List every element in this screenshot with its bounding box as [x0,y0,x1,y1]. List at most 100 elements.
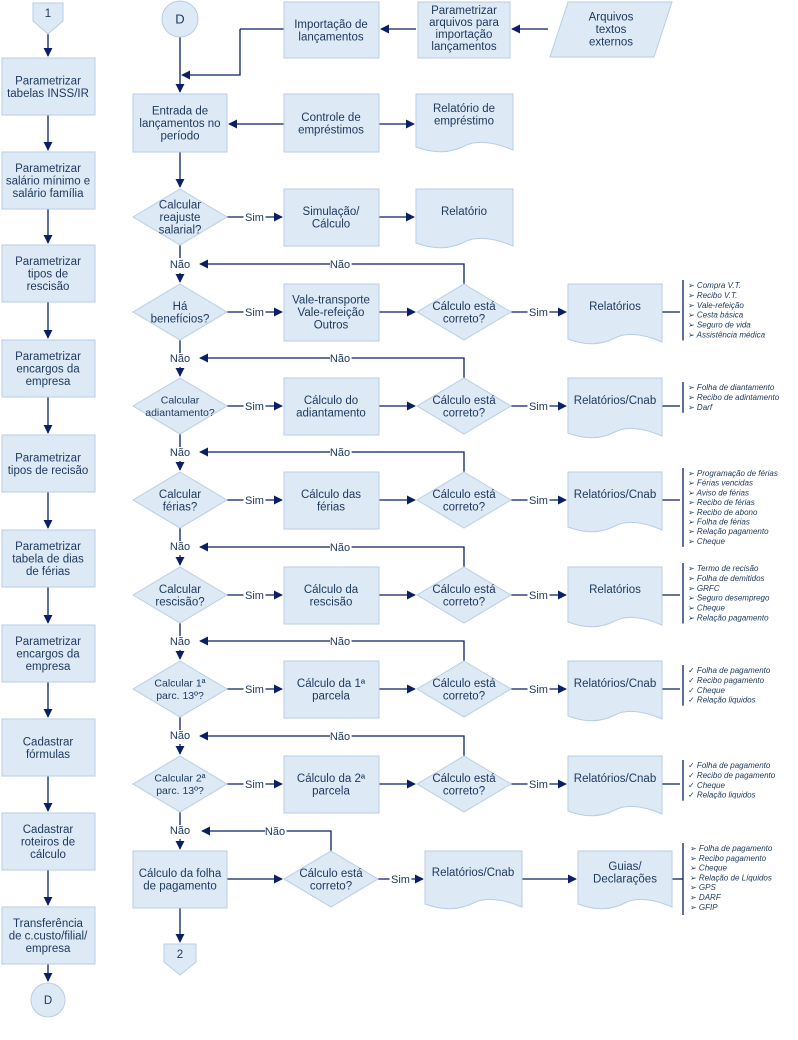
left-step-box [1,434,96,493]
reajuste-process-box [283,188,380,247]
entry-box [132,93,228,153]
row1-check [416,283,512,341]
row3-items-item: ➢ Aviso de férias [688,488,749,497]
row6-items-item: ✓ Recibo de pagamento [688,771,776,780]
row2-items-item: ➢ Darf [688,403,713,412]
row4-check-yes-bg [527,590,550,602]
row5-report-label: Relatórios/Cnab [574,678,656,690]
row3-items-item: ➢ Programação de férias [688,469,778,478]
row2-check-no-bg [328,353,352,365]
row5-process-box [283,660,380,719]
row1-yes-bg [243,307,266,319]
final-yes: Sim [391,874,410,886]
row1-report-doc [567,283,663,345]
row1-items-item: ➢ Seguro de vida [688,321,751,330]
row1-items-item: ➢ Vale-refeição [688,301,744,310]
row3-process-box [283,471,380,530]
row3-items-item: ➢ Cheque [688,537,726,546]
row1-items-item: ➢ Cesta básica [688,311,744,320]
connector-1-label: 1 [45,8,51,20]
final-process-box [132,850,228,909]
row3-decision [132,471,228,529]
row4-report-label: Relatórios [589,584,641,596]
final-yes-bg [389,874,412,886]
flow-line [340,263,465,284]
row5-yes: Sim [245,684,264,696]
row1-no-bg [168,353,192,365]
reajuste-process-label: Simulação/Cálculo [303,206,361,231]
row3-yes-bg [243,495,266,507]
row3-no: Não [170,541,190,553]
row1-check-yes: Sim [529,307,548,319]
flow-line [340,735,465,756]
left-step-box [1,718,96,777]
row1-check-no: Não [330,259,350,271]
flow-line [340,451,465,472]
reajuste-report-label: Relatório [441,206,487,218]
row3-items-item: ➢ Recibo de férias [688,498,755,507]
final-items-item: ➢ Relação de Líquidos [690,873,772,882]
reajuste-yes: Sim [245,212,264,224]
row4-yes: Sim [245,590,264,602]
row4-items-item: ➢ Cheque [688,604,726,613]
row3-items-item: ➢ Recibo de abono [688,508,758,517]
row3-check [416,471,512,529]
left-step-box [1,624,96,683]
connector-2-label: 2 [177,949,183,961]
flow-line [285,830,332,851]
row1-report-label: Relatórios [589,301,641,313]
row3-check-yes: Sim [529,495,548,507]
row6-check-no-bg [328,731,352,743]
final-items-item: ➢ Folha de pagamento [690,844,773,853]
final-check-no: Não [265,826,285,838]
row1-process-box [283,283,380,342]
connector-d-end-label: D [44,995,52,1007]
final-check [283,850,379,908]
loan-report-doc [415,93,514,153]
row4-process-box [283,566,380,625]
row6-process-box [283,755,380,814]
row2-yes-bg [243,401,266,413]
row5-report-doc [567,660,663,722]
import-box [283,1,380,59]
row5-check [416,660,512,718]
row2-no-bg [168,447,192,459]
left-step-box [1,151,96,210]
final-items-item: ➢ Recibo pagamento [690,854,767,863]
row4-items-item: ➢ Termo de recisão [688,564,759,573]
row2-items-item: ➢ Folha de diantamento [688,383,775,392]
row6-no: Não [170,825,190,837]
row6-items-item: ✓ Relação liquidos [688,791,756,800]
left-step-box [1,244,96,303]
row3-items-item: ➢ Relação pagamento [688,527,769,536]
row3-no-bg [168,541,192,553]
row3-check-no: Não [330,447,350,459]
reajuste-yes-bg [243,212,266,224]
row3-report-doc [567,471,663,533]
left-step-box [1,57,96,116]
row6-report-doc [567,755,663,817]
row4-report-doc [567,566,663,628]
row6-decision [132,755,228,813]
flow-arrow [181,29,241,80]
left-step-box [1,529,96,588]
row2-items-item: ➢ Recibo de adintamento [688,393,780,402]
reajuste-no: Não [170,259,190,271]
flow-line [340,357,465,378]
left-step-box [1,906,96,965]
